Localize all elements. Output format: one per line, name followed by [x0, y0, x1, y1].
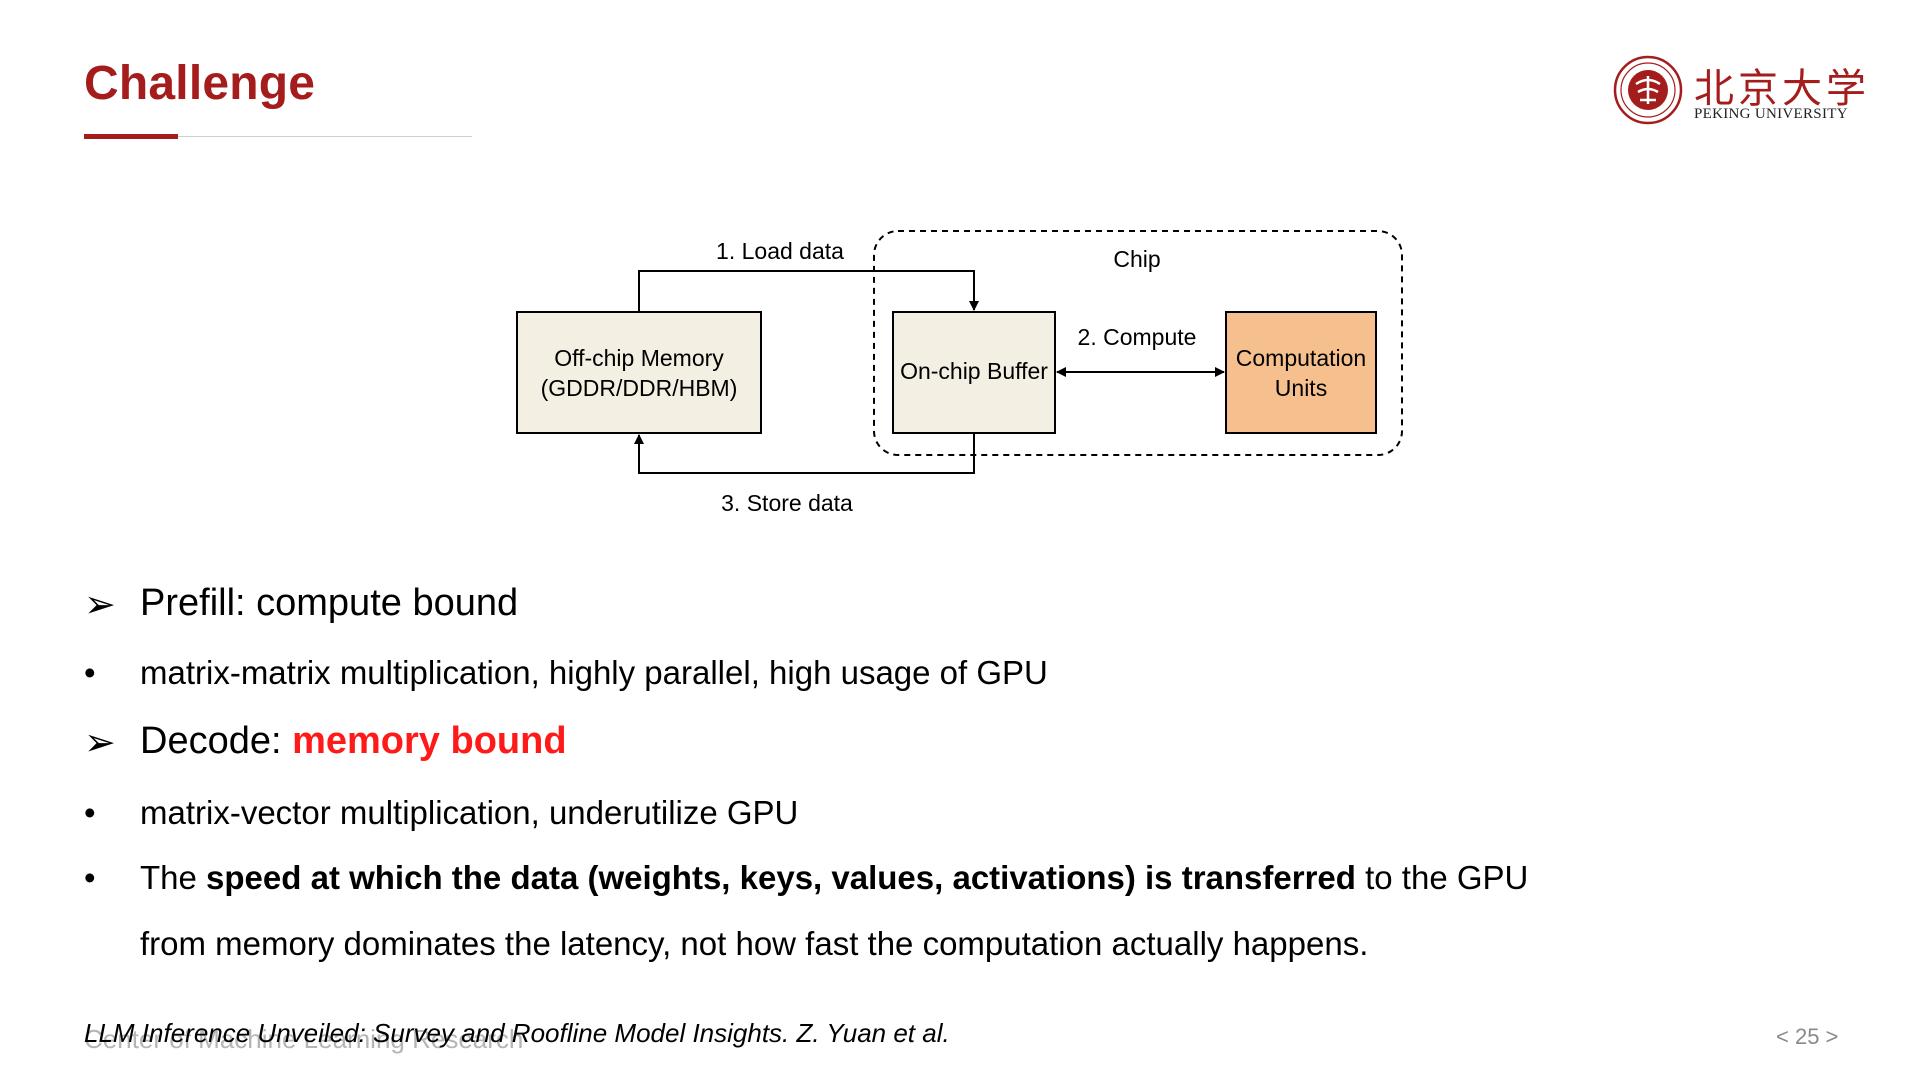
load-data-arrow	[638, 270, 979, 312]
dot-bullet-icon: •	[84, 654, 96, 691]
university-name-chinese: 北京大学	[1694, 66, 1870, 112]
prefill-point: matrix-matrix multiplication, highly par…	[140, 654, 1048, 691]
slide-title: Challenge	[84, 57, 316, 110]
prefill-heading: Prefill: compute bound	[140, 582, 519, 624]
university-seal-icon	[1613, 55, 1683, 125]
decode-point2: The speed at which the data (weights, ke…	[140, 859, 1528, 897]
title-underline	[84, 136, 472, 137]
computation-units-box	[1225, 311, 1377, 434]
decode-heading: Decode: memory bound	[140, 720, 567, 763]
decode-point2-bold: speed at which the data (weights, keys, …	[206, 859, 1356, 896]
memory-flow-diagram: Chip Off-chip Memory (GDDR/DDR/HBM) On-c…	[516, 230, 1403, 516]
computation-units-label: Computation	[1236, 345, 1366, 371]
store-data-arrow	[634, 433, 975, 474]
offchip-memory-types: (GDDR/DDR/HBM)	[541, 375, 738, 401]
store-data-label: 3. Store data	[721, 490, 853, 516]
offchip-memory-label: Off-chip Memory	[554, 345, 724, 371]
dot-bullet-icon: •	[84, 859, 96, 896]
decode-point2-pre: The	[140, 859, 207, 896]
chip-boundary	[873, 230, 1403, 456]
decode-heading-highlight: memory bound	[292, 720, 567, 762]
footer-reference: LLM Inference Unveiled: Survey and Roofl…	[84, 1018, 950, 1048]
footer-organization: Center of Machine Learning Research	[84, 1024, 524, 1054]
page-number: < 25 >	[1776, 1024, 1839, 1049]
arrow-bullet-icon: ➢	[84, 584, 116, 626]
title-accent-bar	[84, 134, 178, 139]
compute-label: 2. Compute	[1078, 324, 1197, 350]
decode-point2-line2: from memory dominates the latency, not h…	[140, 925, 1369, 962]
decode-heading-prefix: Decode:	[140, 720, 293, 762]
university-logo: 北京大学 PEKING UNIVERSITY	[1612, 52, 1866, 128]
arrow-bullet-icon: ➢	[84, 722, 116, 764]
onchip-buffer-label: On-chip Buffer	[900, 358, 1048, 384]
dot-bullet-icon: •	[84, 794, 96, 831]
university-name-english: PEKING UNIVERSITY	[1694, 106, 1848, 122]
computation-units-label-2: Units	[1275, 375, 1327, 401]
load-data-label: 1. Load data	[716, 238, 844, 264]
offchip-memory-box	[516, 311, 762, 434]
onchip-buffer-box	[892, 311, 1056, 434]
chip-label: Chip	[1113, 246, 1160, 272]
decode-point2-post: to the GPU	[1355, 859, 1529, 896]
decode-point1: matrix-vector multiplication, underutili…	[140, 794, 799, 831]
